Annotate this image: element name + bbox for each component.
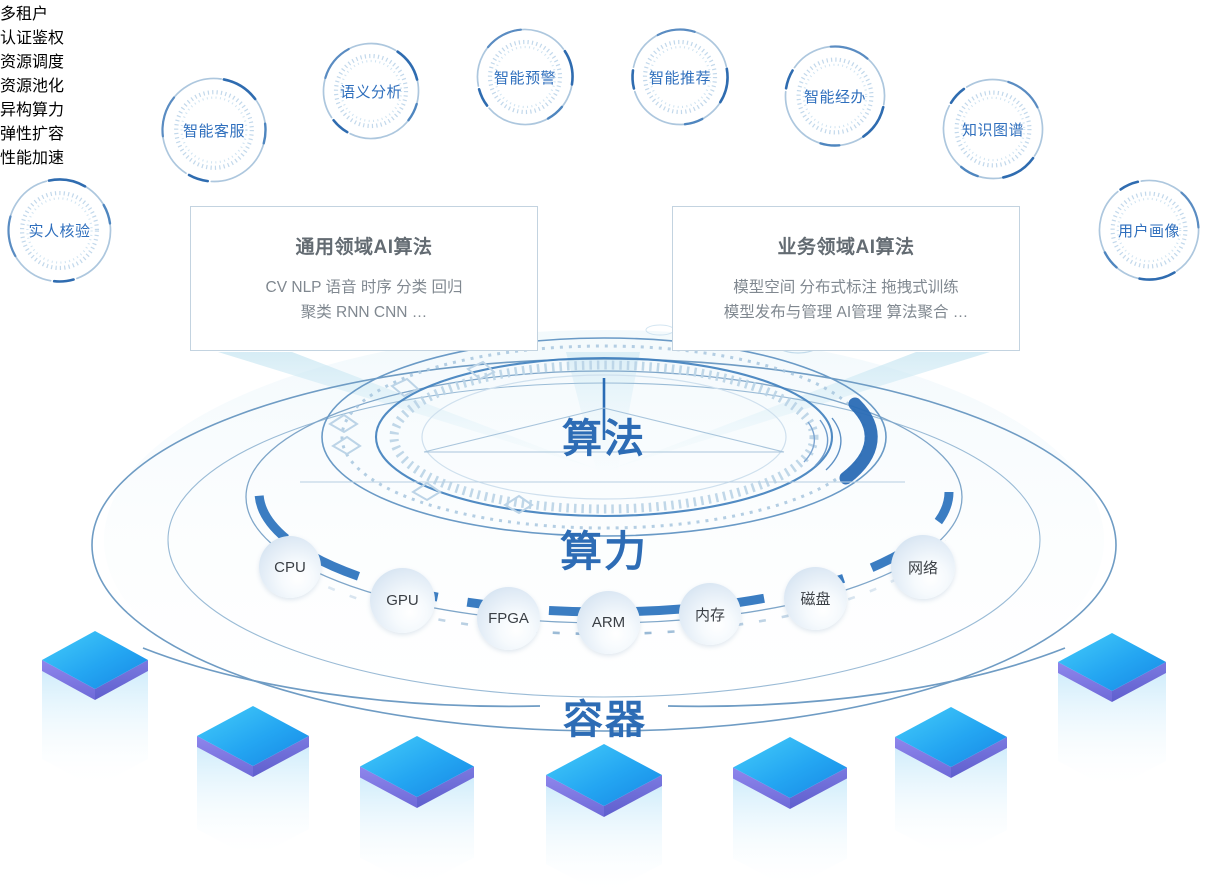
container-feature-cube bbox=[895, 707, 1007, 860]
container-feature-cubes bbox=[42, 631, 1166, 888]
container-feature-cube bbox=[1058, 633, 1166, 790]
container-feature-cube bbox=[546, 744, 662, 888]
container-feature-cube bbox=[42, 631, 148, 788]
container-feature-cube bbox=[197, 706, 309, 859]
container-feature-cube bbox=[733, 737, 847, 888]
container-feature-cube bbox=[360, 736, 474, 888]
